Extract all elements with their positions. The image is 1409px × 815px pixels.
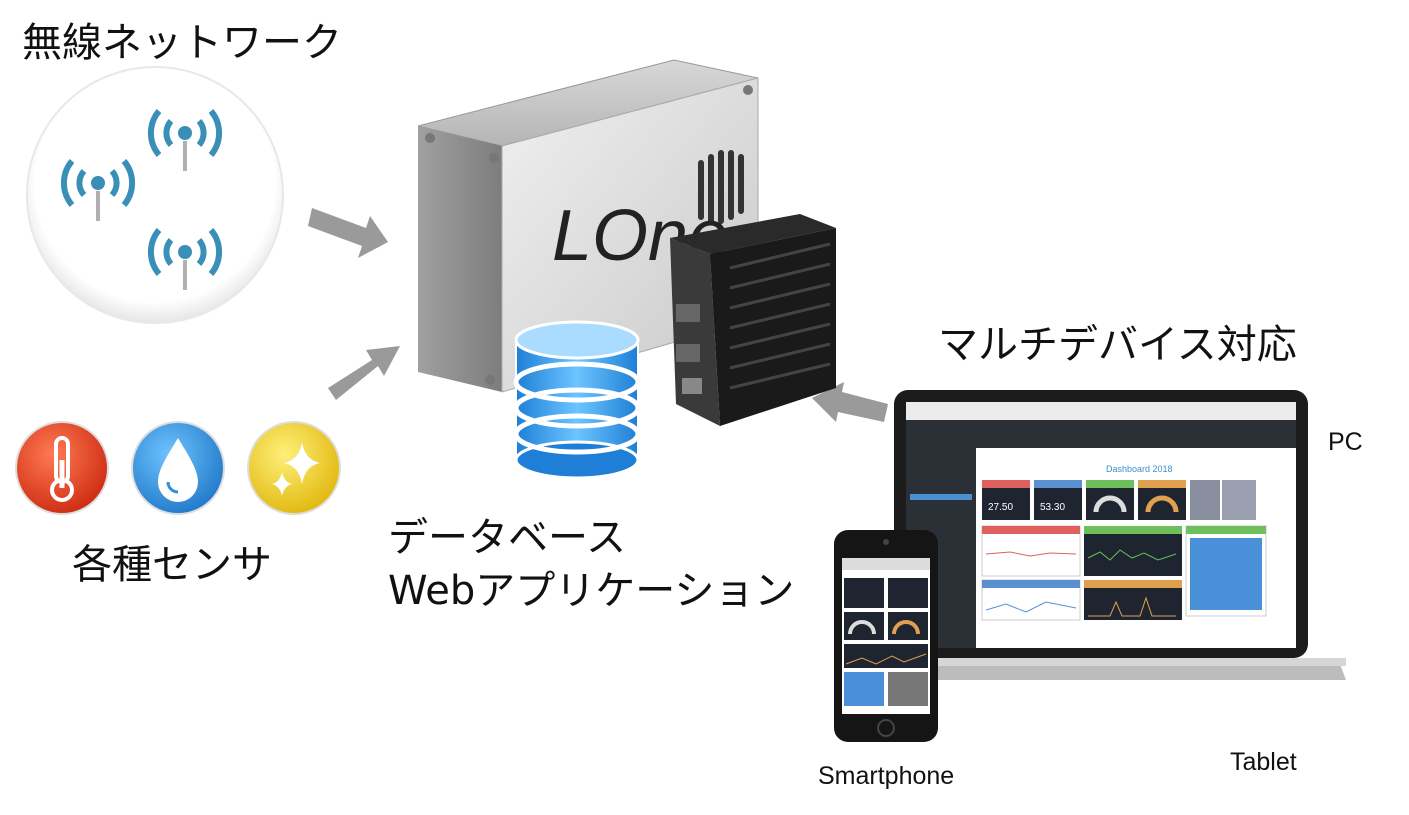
wifi-icon xyxy=(60,159,136,221)
database-icon xyxy=(513,320,641,480)
smartphone-label: Smartphone xyxy=(818,762,955,790)
smartphone-device xyxy=(834,530,938,742)
water-drop-icon xyxy=(131,421,225,515)
wireless-network-graphic xyxy=(26,66,284,324)
laptop-pc: Dashboard 2018 27.50 53.30 xyxy=(870,390,1346,680)
device-arrow xyxy=(812,382,888,422)
wireless-network-label: 無線ネットワーク xyxy=(22,20,342,66)
readout-2: 53.30 xyxy=(1040,502,1065,513)
arrow-icon xyxy=(308,208,388,258)
sensor-icons xyxy=(15,421,341,515)
arrow-icon xyxy=(328,346,400,400)
pc-label: PC xyxy=(1328,428,1363,456)
dashboard-title: Dashboard 2018 xyxy=(1106,464,1173,474)
arrow-icon xyxy=(812,382,888,422)
readout-1: 27.50 xyxy=(988,502,1013,513)
thermometer-icon xyxy=(15,421,109,515)
wifi-icon xyxy=(147,109,223,171)
input-arrows xyxy=(308,208,400,400)
multi-device-label: マルチデバイス対応 xyxy=(938,322,1297,368)
wifi-icon xyxy=(147,228,223,290)
mini-pc xyxy=(670,214,836,426)
database-label: データベース xyxy=(388,515,626,561)
tablet-label: Tablet xyxy=(1230,748,1297,776)
sparkle-icon xyxy=(247,421,341,515)
sensors-label: 各種センサ xyxy=(72,542,272,588)
webapp-label: Webアプリケーション xyxy=(388,568,795,614)
